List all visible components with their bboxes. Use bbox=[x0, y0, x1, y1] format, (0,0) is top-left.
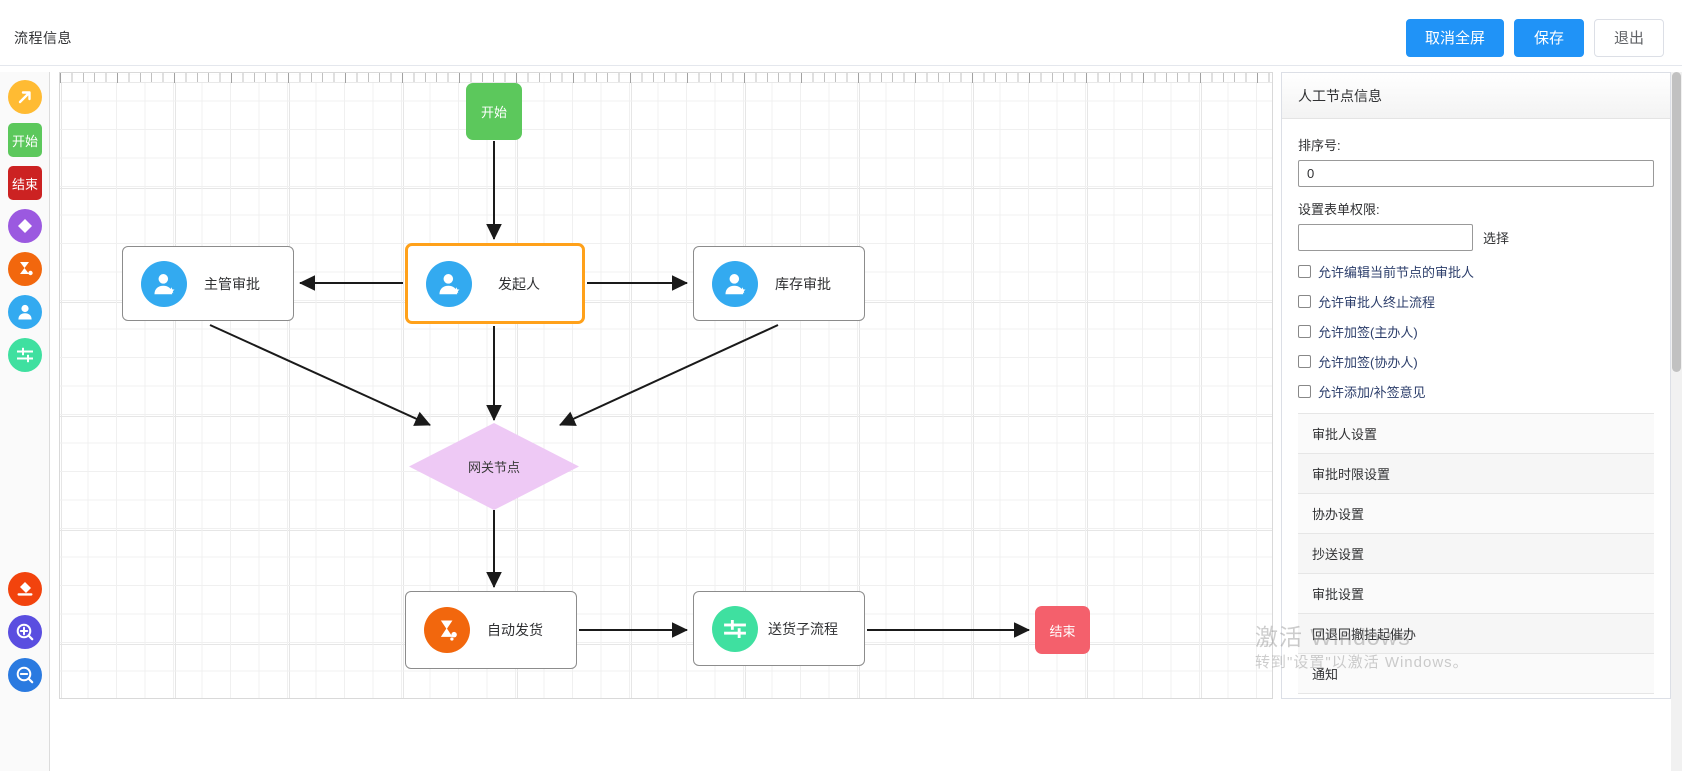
node-manager-approval[interactable]: 主管审批 bbox=[122, 246, 294, 321]
node-start-label: 开始 bbox=[480, 105, 507, 120]
canvas-grid bbox=[60, 73, 1272, 698]
left-toolbar: 开始 结束 bbox=[0, 72, 50, 771]
node-manager-approval-label: 主管审批 bbox=[204, 275, 260, 292]
section-rollback-settings[interactable]: 回退回撤挂起催办 bbox=[1298, 614, 1654, 654]
checkbox-countersign-owner-label: 允许加签(主办人) bbox=[1318, 325, 1418, 340]
panel-body: 排序号: 设置表单权限: 选择 允许编辑当前节点的审批人 允许审批人终止流程 允… bbox=[1282, 119, 1670, 698]
section-approval-deadline[interactable]: 审批时限设置 bbox=[1298, 454, 1654, 494]
page-title: 流程信息 bbox=[14, 30, 72, 46]
form-permission-input[interactable] bbox=[1298, 224, 1473, 251]
end-node-tool[interactable]: 结束 bbox=[8, 166, 42, 200]
node-auto-shipment[interactable]: 自动发货 bbox=[405, 591, 577, 669]
checkbox-add-comment-label: 允许添加/补签意见 bbox=[1318, 385, 1426, 400]
checkbox-box[interactable] bbox=[1298, 355, 1311, 368]
exit-fullscreen-button[interactable]: 取消全屏 bbox=[1405, 19, 1504, 57]
person-icon bbox=[141, 260, 187, 307]
node-start[interactable]: 开始 bbox=[466, 83, 522, 140]
gateway-node-tool[interactable] bbox=[8, 209, 42, 243]
connector-tool[interactable] bbox=[8, 80, 42, 114]
form-permission-select-button[interactable]: 选择 bbox=[1483, 231, 1510, 246]
zoom-out-icon bbox=[14, 664, 36, 686]
node-end[interactable]: 结束 bbox=[1035, 606, 1090, 654]
node-auto-shipment-label: 自动发货 bbox=[487, 622, 543, 638]
node-stock-approval[interactable]: 库存审批 bbox=[693, 246, 865, 321]
checkbox-box[interactable] bbox=[1298, 325, 1311, 338]
eraser-tool[interactable] bbox=[8, 572, 42, 606]
checkbox-terminate-process-label: 允许审批人终止流程 bbox=[1318, 295, 1436, 310]
checkbox-edit-approver-label: 允许编辑当前节点的审批人 bbox=[1318, 265, 1475, 280]
node-gateway-label: 网关节点 bbox=[467, 460, 520, 475]
flow-canvas[interactable]: 开始 主管审批 发起人 bbox=[59, 72, 1273, 699]
start-tool-label: 开始 bbox=[11, 133, 38, 149]
section-approver-settings[interactable]: 审批人设置 bbox=[1298, 414, 1654, 454]
canvas-ruler bbox=[60, 73, 1272, 83]
node-initiator-label: 发起人 bbox=[498, 275, 540, 292]
zoom-out-tool[interactable] bbox=[8, 658, 42, 692]
auto-task-node-tool[interactable] bbox=[8, 252, 42, 286]
person-icon bbox=[14, 301, 36, 323]
panel-header: 人工节点信息 bbox=[1282, 73, 1670, 119]
quit-button[interactable]: 退出 bbox=[1594, 19, 1664, 57]
node-stock-approval-label: 库存审批 bbox=[775, 275, 831, 292]
checkbox-box[interactable] bbox=[1298, 295, 1311, 308]
checkbox-box[interactable] bbox=[1298, 265, 1311, 278]
section-notification[interactable]: 通知 bbox=[1298, 654, 1654, 694]
node-delivery-subprocess-label: 送货子流程 bbox=[768, 620, 838, 637]
node-palette: 开始 结束 bbox=[0, 80, 50, 372]
form-permission-row: 选择 bbox=[1298, 224, 1654, 251]
diamond-icon bbox=[14, 215, 36, 237]
properties-panel: 人工节点信息 排序号: 设置表单权限: 选择 允许编辑当前节点的审批人 允许审批… bbox=[1281, 72, 1671, 699]
end-tool-label: 结束 bbox=[11, 176, 38, 192]
node-initiator[interactable]: 发起人 bbox=[405, 243, 585, 324]
section-assist-settings[interactable]: 协办设置 bbox=[1298, 494, 1654, 534]
subprocess-icon bbox=[712, 605, 758, 652]
subprocess-icon bbox=[14, 344, 36, 366]
canvas-tools bbox=[0, 572, 50, 692]
page-scrollbar[interactable] bbox=[1671, 72, 1682, 771]
hourglass-icon bbox=[14, 258, 36, 280]
top-bar: 流程信息 取消全屏 保存 退出 bbox=[0, 6, 1682, 66]
arrow-diagonal-icon bbox=[15, 87, 35, 107]
hourglass-icon bbox=[424, 607, 470, 653]
checkbox-terminate-process[interactable]: 允许审批人终止流程 bbox=[1298, 292, 1654, 311]
checkbox-countersign-assistant-label: 允许加签(协办人) bbox=[1318, 355, 1418, 370]
subprocess-node-tool[interactable] bbox=[8, 338, 42, 372]
checkbox-countersign-assistant[interactable]: 允许加签(协办人) bbox=[1298, 352, 1654, 371]
order-number-input[interactable] bbox=[1298, 160, 1654, 187]
settings-accordion: 审批人设置 审批时限设置 协办设置 抄送设置 审批设置 回退回撤挂起催办 通知 bbox=[1298, 413, 1654, 694]
scrollbar-thumb[interactable] bbox=[1672, 72, 1681, 372]
eraser-icon bbox=[14, 578, 36, 600]
node-end-label: 结束 bbox=[1049, 623, 1076, 639]
checkbox-add-comment[interactable]: 允许添加/补签意见 bbox=[1298, 382, 1654, 401]
section-cc-settings[interactable]: 抄送设置 bbox=[1298, 534, 1654, 574]
order-number-label: 排序号: bbox=[1298, 138, 1341, 153]
zoom-in-icon bbox=[14, 621, 36, 643]
checkbox-box[interactable] bbox=[1298, 385, 1311, 398]
checkbox-countersign-owner[interactable]: 允许加签(主办人) bbox=[1298, 322, 1654, 341]
node-delivery-subprocess[interactable]: 送货子流程 bbox=[693, 591, 865, 666]
start-node-tool[interactable]: 开始 bbox=[8, 123, 42, 157]
zoom-in-tool[interactable] bbox=[8, 615, 42, 649]
person-icon bbox=[426, 260, 472, 307]
checkbox-edit-approver[interactable]: 允许编辑当前节点的审批人 bbox=[1298, 262, 1654, 281]
user-task-node-tool[interactable] bbox=[8, 295, 42, 329]
topbar-actions: 取消全屏 保存 退出 bbox=[1405, 19, 1664, 57]
person-icon bbox=[712, 260, 758, 307]
form-permission-label: 设置表单权限: bbox=[1298, 202, 1380, 217]
save-button[interactable]: 保存 bbox=[1514, 19, 1584, 57]
section-approval-settings[interactable]: 审批设置 bbox=[1298, 574, 1654, 614]
